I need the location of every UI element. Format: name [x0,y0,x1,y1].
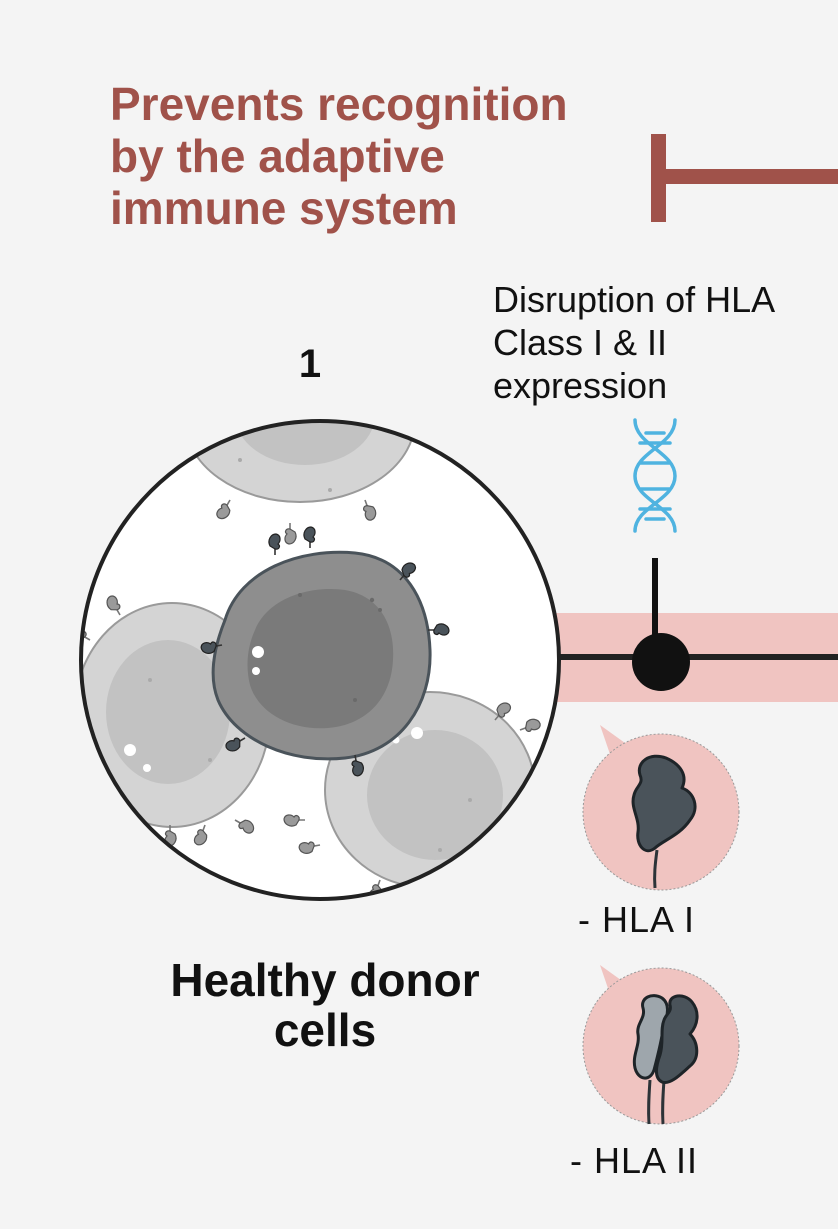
hla-two-label: - HLA II [570,1140,699,1181]
step-number: 1 [298,342,322,386]
hla-one-label: - HLA I [578,899,696,940]
hla-class-one-icon [582,725,740,891]
headline: Prevents recognition by the adaptive imm… [110,78,568,234]
dna-helix-icon [633,418,677,533]
hla-class-two-icon [582,965,740,1125]
disruption-label: Disruption of HLA Class I & II expressio… [493,279,774,406]
cells-caption: Healthy donor cells [170,954,480,1056]
donor-cells-illustration [79,419,561,901]
pathway-band [530,613,838,702]
knockout-node [632,558,690,691]
inhibition-bar [651,134,838,222]
